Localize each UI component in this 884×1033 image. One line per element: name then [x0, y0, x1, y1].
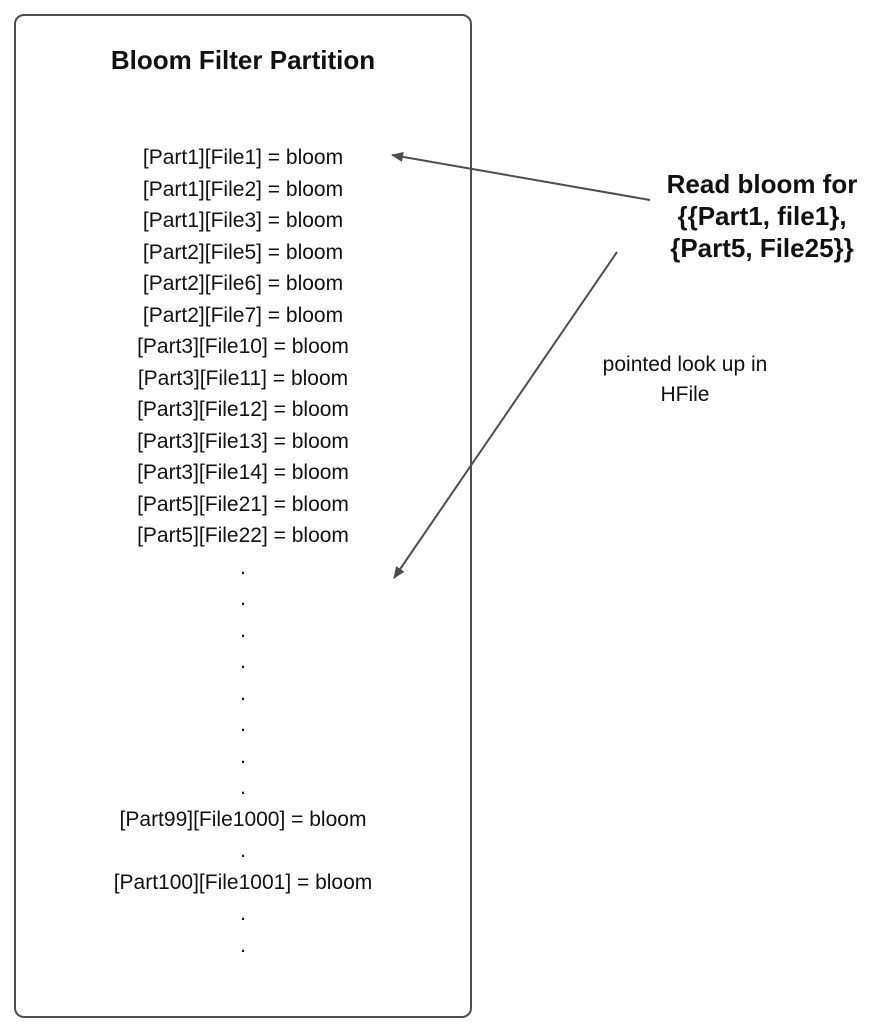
- bloom-entry: [Part2][File7] = bloom: [142, 303, 344, 327]
- bloom-entry: .: [240, 555, 246, 579]
- bloom-entry: [Part3][File11] = bloom: [137, 366, 349, 390]
- bloom-entry: .: [240, 902, 246, 925]
- bloom-entry: .: [240, 618, 246, 642]
- bloom-entry: [Part5][File21] = bloom: [137, 492, 349, 516]
- bloom-entry: [Part1][File3] = bloom: [142, 209, 344, 232]
- pointed-lookup-note: pointed look up in HFile: [602, 353, 768, 406]
- box-title: Bloom Filter Partition: [110, 45, 376, 75]
- bloom-entries-list: [Part1][File1] = bloom [Part1][File2] = b…: [16, 142, 470, 961]
- bloom-entry: [Part3][File10] = bloom: [137, 335, 349, 358]
- bloom-entry: [Part3][File13] = bloom: [137, 429, 349, 453]
- bloom-entry: .: [240, 650, 246, 673]
- bloom-filter-partition-box: Bloom Filter Partition [Part1][File1] = …: [14, 14, 472, 1018]
- bloom-entry: [Part2][File5] = bloom: [142, 240, 344, 264]
- bloom-entry: .: [240, 776, 246, 799]
- bloom-entry: [Part100][File1001] = bloom: [113, 870, 373, 894]
- read-bloom-label: Read bloom for {{Part1, file1}, {Part5, …: [666, 169, 858, 263]
- bloom-entry: .: [240, 713, 246, 736]
- bloom-entry: [Part3][File12] = bloom: [137, 398, 349, 421]
- bloom-entry: .: [240, 744, 246, 768]
- bloom-entry: [Part99][File1000] = bloom: [119, 807, 367, 831]
- bloom-entry: [Part5][File22] = bloom: [137, 524, 349, 547]
- bloom-entry: [Part1][File2] = bloom: [142, 177, 344, 201]
- bloom-entry: .: [240, 839, 246, 862]
- bloom-entry: .: [240, 933, 246, 957]
- bloom-entry: .: [240, 681, 246, 705]
- bloom-entry: [Part3][File14] = bloom: [137, 461, 349, 484]
- bloom-entry: .: [240, 587, 246, 610]
- bloom-entry: [Part1][File1] = bloom: [142, 146, 344, 169]
- bloom-entry: [Part2][File6] = bloom: [142, 272, 344, 295]
